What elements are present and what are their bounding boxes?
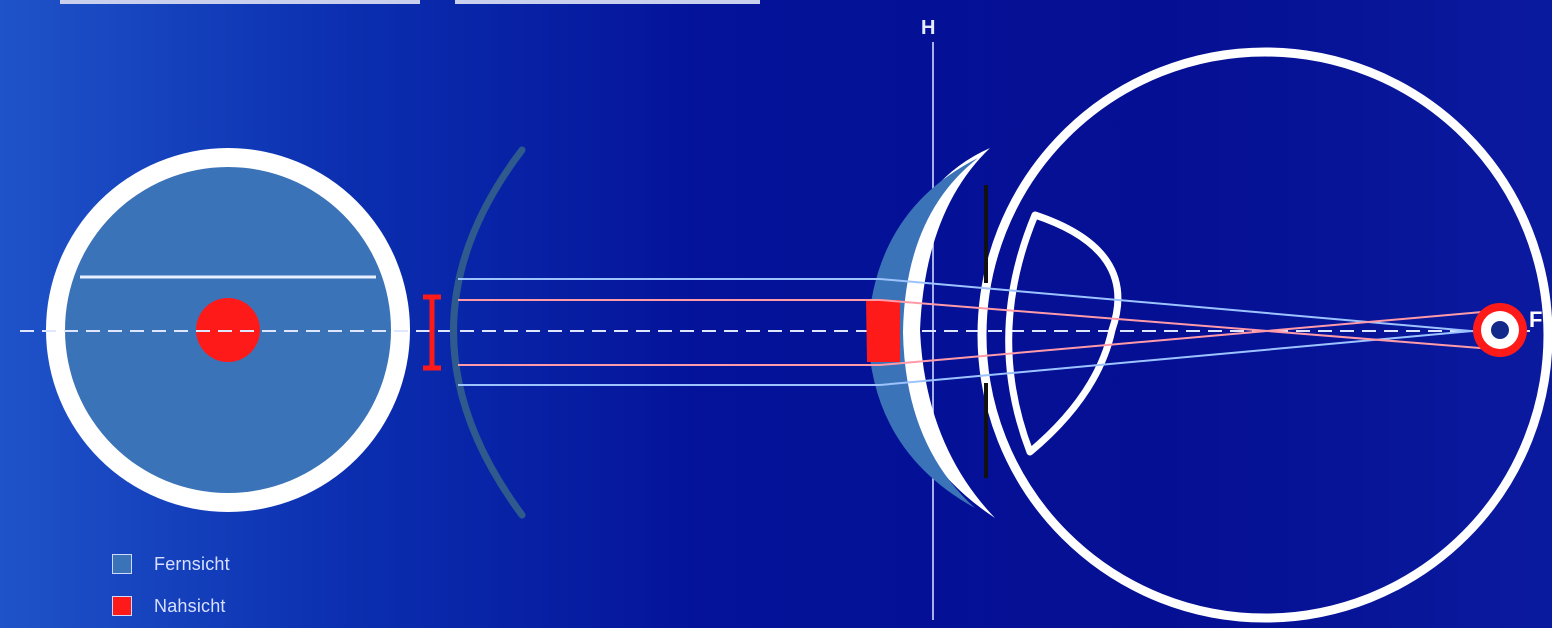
eyeball-outline [977,47,1552,623]
spectacle-lens-arc [450,146,526,519]
legend-swatch-near [112,596,132,616]
legend-label-near: Nahsicht [154,595,226,616]
focal-point-marker [1473,303,1527,357]
far-vision-rays [458,278,1506,386]
near-zone-marker [423,294,441,371]
top-divider-right [455,0,760,4]
legend-item-near: Nahsicht [112,596,230,616]
focal-point-label: F' [1529,307,1548,332]
top-divider-left [60,0,420,4]
legend-swatch-far [112,554,132,574]
principal-plane-label: H [921,17,935,39]
crystalline-lens [1005,211,1122,456]
legend: Fernsicht Nahsicht [112,554,230,616]
legend-label-far: Fernsicht [154,553,230,574]
legend-item-far: Fernsicht [112,554,230,574]
contact-lens-far-zone [868,158,978,508]
contact-lens-near-zone [866,300,900,362]
near-vision-rays [458,299,1506,366]
